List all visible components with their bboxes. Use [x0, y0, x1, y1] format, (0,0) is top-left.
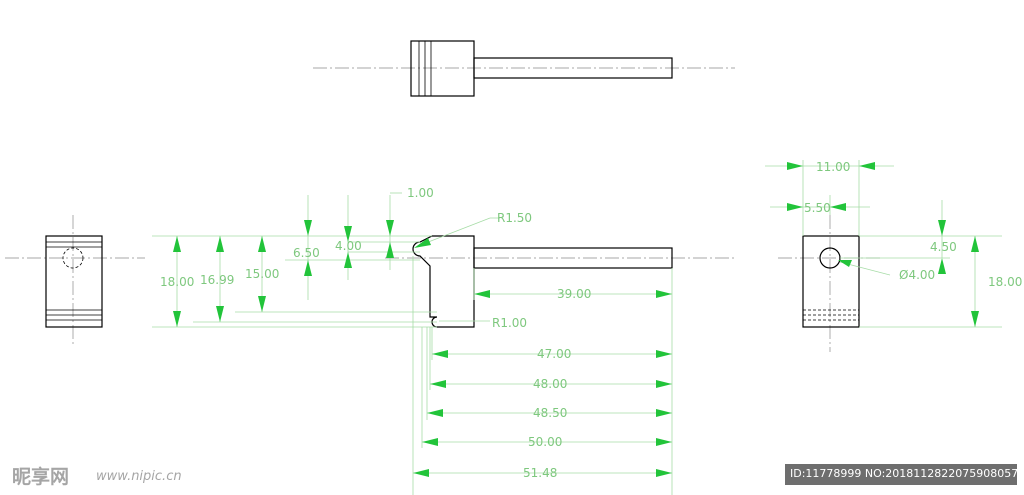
dim-16-99: 16.99: [200, 273, 234, 287]
watermark-id-background: [785, 464, 1017, 485]
dim-5-50: 5.50: [804, 201, 831, 215]
dim-1-00: 1.00: [407, 186, 434, 200]
dim-50-00: 50.00: [528, 435, 562, 449]
dim-dia-4-00: Ø4.00: [899, 268, 935, 282]
front-view: [385, 235, 735, 328]
top-view-shaft: [473, 57, 673, 79]
dim-39-00: 39.00: [557, 287, 591, 301]
dim-48-00: 48.00: [533, 377, 567, 391]
dim-r1-50: R1.50: [497, 211, 532, 225]
right-view-body: [802, 235, 860, 328]
right-view: [778, 215, 880, 352]
dimension-arrows: [173, 162, 979, 477]
front-view-profile: [412, 235, 475, 328]
dim-4-00: 4.00: [335, 239, 362, 253]
dim-48-50: 48.50: [533, 406, 567, 420]
dim-11-00: 11.00: [816, 160, 850, 174]
dimension-labels: 1.00 R1.50 4.00 6.50 18.00 16.99 15.00 3…: [160, 160, 1022, 480]
watermark-url: www.nipic.cn: [96, 469, 182, 484]
dim-15-00: 15.00: [245, 267, 279, 281]
dim-18-00-left: 18.00: [160, 275, 194, 289]
left-view: [5, 215, 145, 345]
top-view-head: [410, 40, 475, 97]
watermark-logo: 昵享网: [12, 466, 70, 488]
left-view-body: [45, 235, 103, 328]
top-view: [313, 40, 735, 97]
dim-51-48: 51.48: [523, 466, 557, 480]
extension-lines: [152, 160, 1002, 495]
dim-18-00-right: 18.00: [988, 275, 1022, 289]
dim-4-50: 4.50: [930, 240, 957, 254]
watermark-id: ID:11778999 NO:20181128220759080575: [790, 467, 1024, 480]
dim-47-00: 47.00: [537, 347, 571, 361]
dim-r1-00: R1.00: [492, 316, 527, 330]
left-view-hidden-hole: [62, 247, 84, 269]
dim-6-50: 6.50: [293, 246, 320, 260]
front-view-shaft: [473, 247, 673, 269]
